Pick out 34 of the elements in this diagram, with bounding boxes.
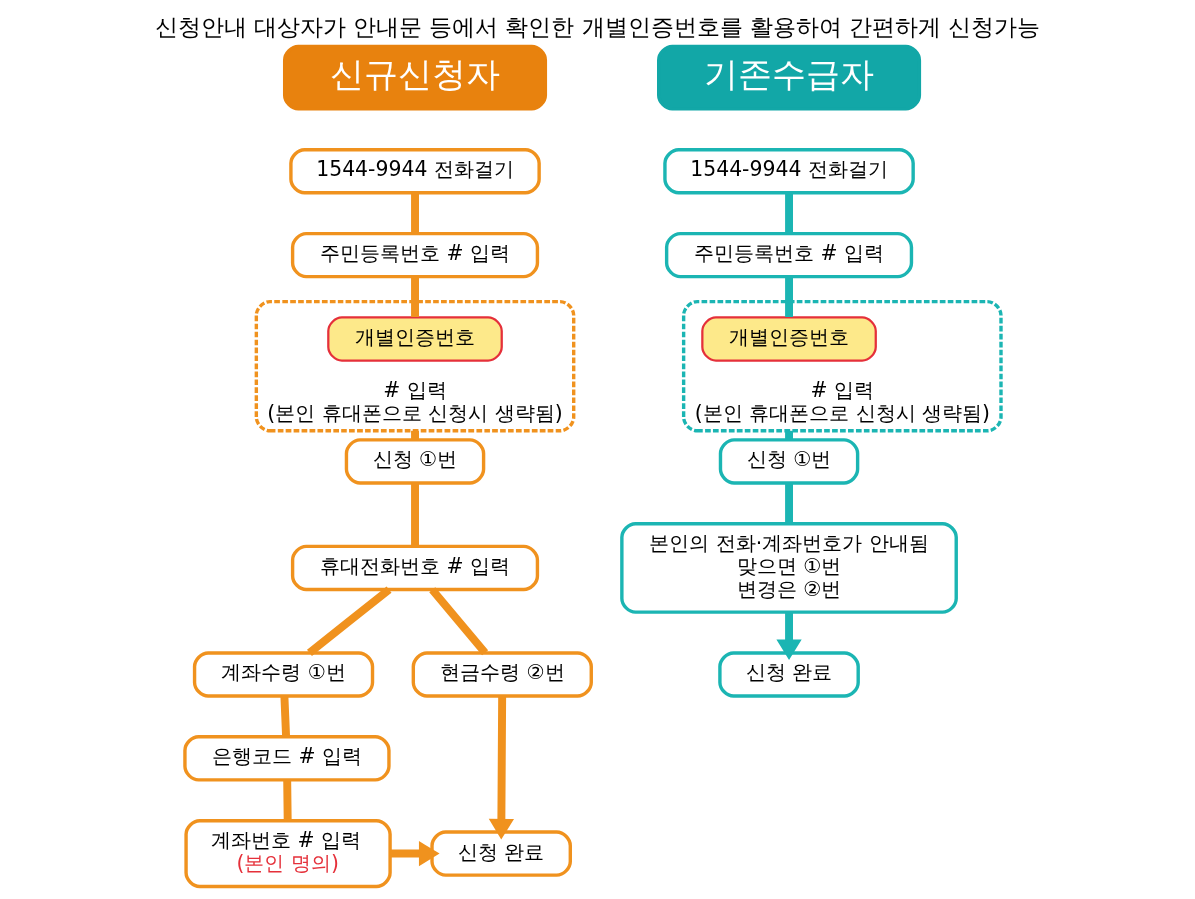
connector	[429, 587, 489, 656]
connector	[411, 192, 419, 234]
node-box: 본인의 전화·계좌번호가 안내됨 맞으면 ①번 변경은 ②번	[620, 522, 958, 614]
node-box: 신청 완료	[430, 830, 572, 877]
connector	[785, 192, 793, 234]
connector	[785, 430, 793, 440]
node-box: 개별인증번호	[701, 316, 877, 362]
diagram-title: 신청안내 대상자가 안내문 등에서 확인한 개별인증번호를 활용하여 간편하게 신청가능	[154, 14, 1041, 41]
node-box: 1544-9944 전화걸기	[289, 148, 541, 195]
node-box: 은행코드 # 입력	[183, 735, 391, 782]
connector	[283, 780, 292, 821]
node-box: 신청 완료	[718, 651, 860, 698]
connector	[411, 430, 419, 440]
arrow	[488, 696, 514, 840]
connector	[280, 696, 291, 737]
connector	[785, 483, 793, 524]
connector	[785, 276, 793, 317]
node-box: 현금수령 ②번	[411, 651, 593, 698]
node-box: 주민등록번호 # 입력	[664, 231, 914, 279]
connector	[411, 276, 419, 317]
node-box: 신규신청자	[283, 44, 548, 111]
node-box: 기존수급자	[657, 44, 922, 111]
node-box: 계좌수령 ①번	[192, 651, 375, 698]
connector	[411, 483, 419, 547]
node-box: 개별인증번호	[327, 316, 503, 362]
node-box: 휴대전화번호 # 입력	[290, 544, 540, 592]
node-box: 신청 ①번	[718, 438, 860, 485]
arrow	[390, 840, 440, 867]
node-box: 주민등록번호 # 입력	[290, 231, 540, 279]
node-box: 계좌번호 # 입력 (본인 명의)	[184, 819, 392, 889]
node-box: 1544-9944 전화걸기	[663, 148, 915, 195]
arrow	[776, 612, 802, 661]
node-box: 신청 ①번	[344, 438, 486, 485]
connector	[307, 586, 392, 656]
